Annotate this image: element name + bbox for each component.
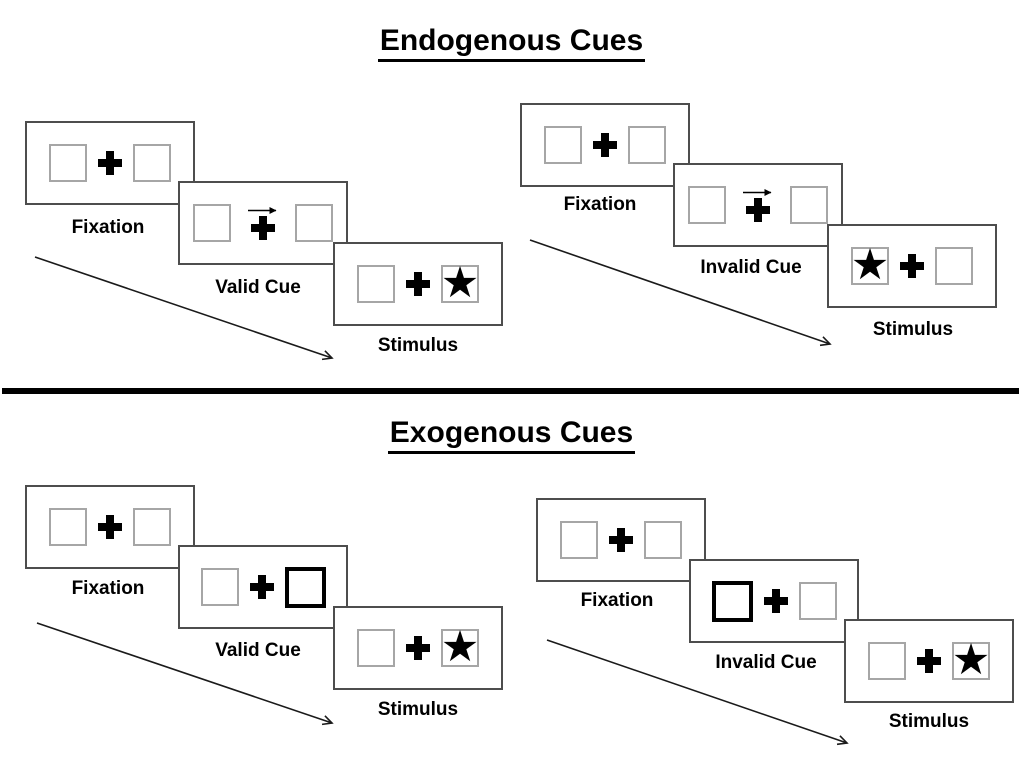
fixation-cross-icon — [98, 151, 122, 175]
fixation-cross-icon — [609, 528, 633, 552]
panel-label-fixation: Fixation — [580, 590, 654, 611]
panel-label-valid-cue: Valid Cue — [215, 640, 301, 661]
left-placeholder-box — [49, 144, 87, 182]
fixation-cross-icon — [249, 575, 274, 599]
left-placeholder-box — [357, 629, 395, 667]
panel-label-stimulus: Stimulus — [888, 711, 970, 732]
endogenous-valid-fixation-panel — [25, 121, 195, 205]
time-arrow — [546, 639, 849, 746]
panel-label-stimulus: Stimulus — [872, 319, 954, 340]
panel-label-fixation: Fixation — [71, 217, 145, 238]
target-star-icon: ★ — [440, 622, 480, 672]
panel-label-invalid-cue: Invalid Cue — [700, 257, 802, 278]
right-target-box: ★ — [440, 622, 480, 672]
left-placeholder-box — [544, 126, 582, 164]
left-placeholder-box — [49, 508, 87, 546]
target-star-icon: ★ — [440, 258, 480, 308]
target-star-icon: ★ — [850, 240, 890, 290]
fixation-cross-icon — [406, 272, 430, 296]
time-arrow — [34, 256, 334, 361]
panel-label-fixation: Fixation — [71, 578, 145, 599]
left-placeholder-box — [868, 642, 906, 680]
endogenous-invalid-stimulus-panel: ★ — [827, 224, 997, 308]
right-placeholder-box — [644, 521, 682, 559]
endogenous-valid-cue-panel — [178, 181, 348, 265]
cue-arrow-icon — [248, 207, 277, 214]
exogenous-valid-fixation-panel — [25, 485, 195, 569]
fixation-cross-icon — [98, 515, 122, 539]
right-placeholder-box — [133, 508, 171, 546]
endogenous-invalid-fixation-panel — [520, 103, 690, 187]
fixation-cross-icon — [900, 254, 924, 278]
section-title-exogenous-text: Exogenous Cues — [387, 416, 636, 454]
exogenous-invalid-fixation-panel — [536, 498, 706, 582]
central-cue-cluster — [737, 188, 779, 222]
central-cue-cluster — [242, 206, 284, 240]
panel-label-stimulus: Stimulus — [377, 699, 459, 720]
left-placeholder-box — [688, 186, 726, 224]
endogenous-invalid-cue-panel — [673, 163, 843, 247]
section-title-endogenous-text: Endogenous Cues — [377, 24, 646, 62]
panel-label-valid-cue: Valid Cue — [215, 277, 301, 298]
fixation-cross-icon — [406, 636, 430, 660]
section-divider — [2, 388, 1019, 394]
right-placeholder-box — [798, 582, 837, 620]
right-placeholder-box — [295, 204, 333, 242]
panel-label-stimulus: Stimulus — [377, 335, 459, 356]
endogenous-valid-stimulus-panel: ★ — [333, 242, 503, 326]
fixation-cross-icon — [746, 198, 770, 222]
time-arrow — [36, 622, 334, 726]
exogenous-invalid-cue-panel — [689, 559, 859, 643]
fixation-cross-icon — [593, 133, 617, 157]
panel-label-fixation: Fixation — [563, 194, 637, 215]
right-placeholder-box — [628, 126, 666, 164]
left-placeholder-box — [193, 204, 231, 242]
left-cue-highlight-box — [711, 580, 753, 622]
exogenous-valid-cue-panel — [178, 545, 348, 629]
section-title-exogenous: Exogenous Cues — [0, 416, 1023, 454]
fixation-cross-icon — [763, 589, 788, 613]
right-target-box: ★ — [440, 258, 480, 308]
right-cue-highlight-box — [284, 566, 326, 608]
target-star-icon: ★ — [951, 635, 991, 685]
cue-arrow-icon — [743, 189, 772, 196]
right-target-box: ★ — [951, 635, 991, 685]
section-title-endogenous: Endogenous Cues — [0, 24, 1023, 62]
right-placeholder-box — [935, 247, 973, 285]
fixation-cross-icon — [251, 216, 275, 240]
exogenous-invalid-stimulus-panel: ★ — [844, 619, 1014, 703]
left-placeholder-box — [200, 568, 239, 606]
exogenous-valid-stimulus-panel: ★ — [333, 606, 503, 690]
left-target-box: ★ — [850, 240, 890, 290]
panel-label-invalid-cue: Invalid Cue — [715, 652, 817, 673]
time-arrow — [529, 239, 832, 347]
right-placeholder-box — [790, 186, 828, 224]
left-placeholder-box — [357, 265, 395, 303]
right-placeholder-box — [133, 144, 171, 182]
left-placeholder-box — [560, 521, 598, 559]
fixation-cross-icon — [917, 649, 941, 673]
